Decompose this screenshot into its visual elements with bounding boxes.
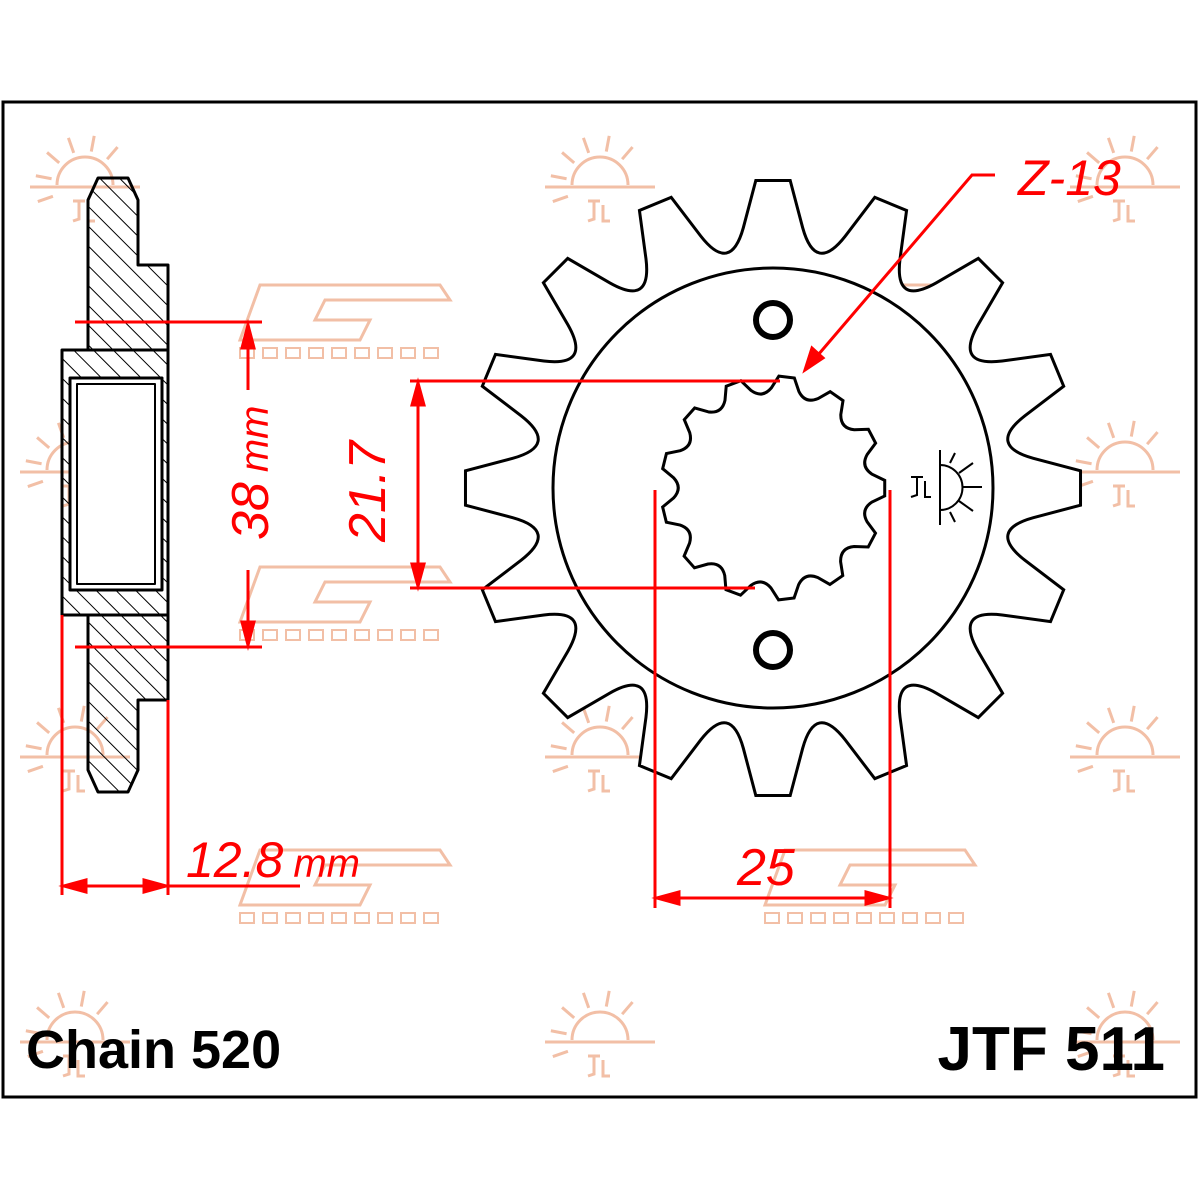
- sun-watermark-icon: [1070, 990, 1180, 1078]
- sun-watermark-icon: [545, 135, 655, 223]
- sun-watermark-icon: [545, 705, 655, 793]
- jt-logo-icon: [910, 450, 982, 525]
- side-lower-tooth: [86, 613, 170, 794]
- bolt-hole-bottom: [753, 630, 793, 670]
- hub-circle: [551, 266, 995, 710]
- side-bore-inner: [76, 383, 156, 585]
- dimension-12-8-unit: mm: [293, 842, 360, 886]
- dimension-38-unit: mm: [233, 406, 277, 473]
- sun-watermark-icon: [1070, 705, 1180, 793]
- spline-bore: [660, 374, 887, 602]
- bolt-hole-top: [753, 300, 793, 340]
- dimension-38-mm: 38 mm: [222, 406, 280, 540]
- jt-sprockets-watermark: [762, 848, 978, 924]
- dimension-lines: [58, 173, 995, 908]
- jt-sprockets-watermark: [237, 848, 453, 924]
- part-number: JTF 511: [938, 1015, 1165, 1084]
- sun-watermark-icon: [545, 990, 655, 1078]
- chain-label: Chain 520: [26, 1020, 281, 1080]
- dimension-38-value: 38: [222, 482, 280, 540]
- sun-watermark-icon: [1070, 135, 1180, 223]
- dimension-21-7: 21.7: [339, 439, 397, 543]
- dimension-12-8-value: 12.8: [186, 832, 284, 888]
- drawing-frame: [1, 100, 1198, 1099]
- spline-count-label: Z-13: [1017, 150, 1121, 206]
- sun-watermark-icon: [20, 990, 130, 1078]
- front-view: [463, 178, 1083, 798]
- jt-sprockets-watermark: [237, 283, 453, 359]
- side-view: [60, 176, 170, 794]
- sun-watermark-icon: [1070, 420, 1180, 508]
- dimension-25: 25: [736, 839, 796, 897]
